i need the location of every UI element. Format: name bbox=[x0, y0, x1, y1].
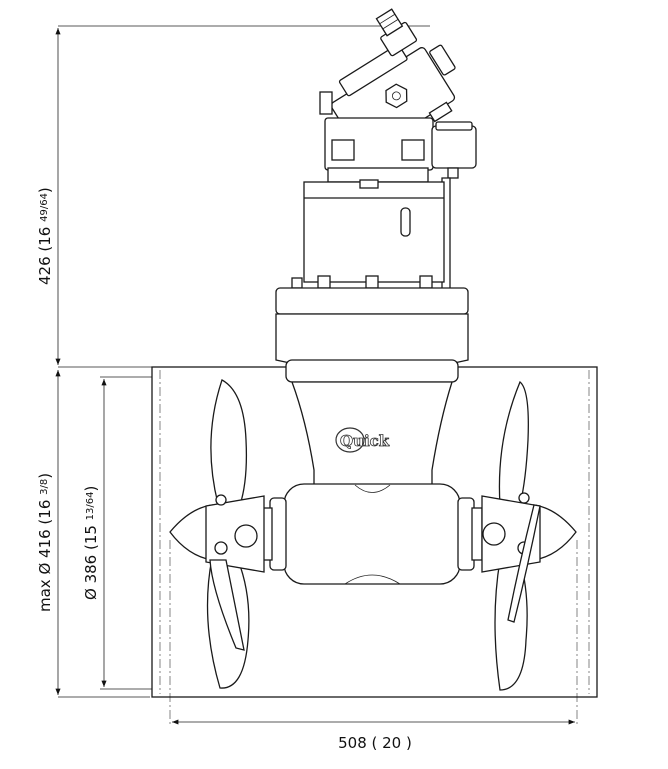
lower-unit-notch-top bbox=[354, 484, 391, 493]
hub-left-bolt bbox=[215, 494, 227, 506]
total-height-close: ) bbox=[36, 187, 54, 193]
max-diameter-close: ) bbox=[36, 473, 54, 479]
dimension-total-height: 426 (16 49/64) bbox=[36, 25, 430, 368]
blade-right-edge bbox=[507, 504, 541, 623]
gearbox-top-lug bbox=[359, 179, 379, 189]
oil-reservoir bbox=[431, 125, 477, 169]
blade-left-edge bbox=[209, 559, 245, 651]
lower-unit-notch-bottom bbox=[344, 574, 401, 585]
dimension-tunnel-diameter: Ø 386 (15 13/64) bbox=[82, 376, 152, 690]
propeller-left bbox=[169, 379, 265, 689]
quick-logo: Quick bbox=[335, 427, 390, 453]
hub-left-cap bbox=[234, 524, 258, 548]
blade-right-top bbox=[498, 380, 529, 506]
oil-reservoir-fitting bbox=[447, 167, 459, 179]
bolt bbox=[365, 275, 379, 289]
oil-reservoir-cap bbox=[435, 121, 473, 131]
dimension-tunnel-length: 508 ( 20 ) bbox=[169, 540, 578, 752]
logo-text: Quick bbox=[340, 432, 390, 450]
flange-base bbox=[285, 359, 459, 383]
gearbox-slot bbox=[400, 207, 411, 237]
tunnel-diameter-close: ) bbox=[82, 486, 100, 492]
max-diameter-fraction: 3/8 bbox=[39, 479, 50, 495]
hub-right-cap bbox=[482, 522, 506, 546]
motor-bolt-left bbox=[331, 139, 355, 161]
lower-unit-body bbox=[283, 483, 461, 585]
bolt bbox=[419, 275, 433, 289]
dimension-label-max-diameter: max Ø 416 (16 3/8) bbox=[36, 473, 54, 612]
shaft-right bbox=[471, 507, 483, 561]
gearbox-upper bbox=[303, 181, 445, 283]
hydraulic-motor bbox=[319, 8, 477, 314]
total-height-value: 426 (16 bbox=[36, 222, 54, 285]
gearbox-housing bbox=[275, 179, 469, 383]
lower-unit bbox=[261, 483, 483, 585]
dimension-label-tunnel-diameter: Ø 386 (15 13/64) bbox=[82, 486, 100, 600]
propeller-right bbox=[481, 380, 577, 691]
motor-bolt-right bbox=[401, 139, 425, 161]
total-height-fraction: 49/64 bbox=[39, 193, 50, 222]
dimension-max-diameter: max Ø 416 (16 3/8) bbox=[36, 370, 150, 698]
dimension-label-length: 508 ( 20 ) bbox=[338, 734, 412, 752]
mounting-flange-top bbox=[275, 287, 469, 315]
blade-left-top bbox=[210, 379, 248, 506]
dimension-label-total-height: 426 (16 49/64) bbox=[36, 187, 54, 285]
max-diameter-value: max Ø 416 (16 bbox=[36, 495, 54, 612]
bolt bbox=[317, 275, 331, 289]
hub-left-nut bbox=[214, 541, 228, 555]
bolt bbox=[291, 277, 303, 289]
tunnel-diameter-fraction: 13/64 bbox=[85, 491, 96, 520]
motor-port bbox=[319, 91, 333, 115]
hub-right-bolt bbox=[518, 492, 530, 504]
tunnel-diameter-value: Ø 386 (15 bbox=[82, 520, 100, 600]
